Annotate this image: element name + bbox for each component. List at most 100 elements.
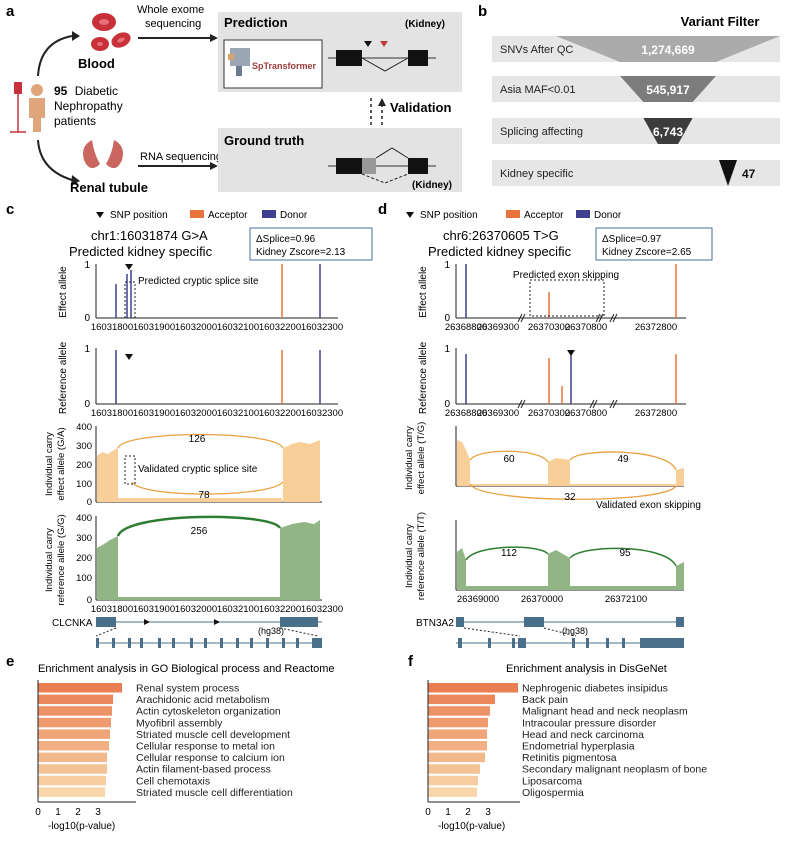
xtick: 26370000: [521, 594, 563, 605]
xtick: 26368800: [445, 408, 487, 419]
xticks-c-ref: 16031800 16031900 16032000 16032100 1603…: [91, 408, 343, 419]
xtick: 16031800: [91, 604, 133, 615]
exon-skipping-label: Predicted exon skipping: [513, 270, 619, 281]
legend-acceptor-d: Acceptor: [524, 210, 564, 221]
axis-breaks: [517, 313, 618, 323]
ytick: 400: [76, 513, 92, 524]
effect-allele-plot-c: 1 0 Effect allele Predicted cryptic spli…: [58, 260, 343, 333]
arc-label-112: 112: [501, 548, 517, 559]
xtick: 16032200: [259, 408, 301, 419]
predicted-c: Predicted kidney specific: [69, 244, 213, 259]
snp-position-icon: [96, 212, 104, 218]
panel-c-label: c: [6, 201, 14, 218]
xtick: 1: [55, 807, 61, 818]
filter-funnel-segment: [643, 118, 693, 144]
enrichment-bar: [428, 729, 487, 739]
filter-funnel-segment: [719, 160, 737, 186]
sptransformer-icon: [228, 48, 250, 76]
enrichment-bar: [38, 683, 122, 693]
kidney-label-bottom: (Kidney): [412, 180, 452, 191]
enrichment-bar-label: Cell chemotaxis: [136, 775, 210, 787]
cov-ref-ylabel-2: reference allele (G/G): [56, 514, 67, 605]
ytick: 400: [76, 422, 92, 433]
snp-marker-icon: [364, 41, 372, 47]
filter-row-label: Splicing affecting: [500, 126, 583, 138]
xticks-d-cov: 26369000 26370000 26372100: [457, 594, 647, 605]
coverage-effect-d: Individual carry effect allele (T/G) 60 …: [404, 422, 701, 511]
legend-snp-position: SNP position: [110, 210, 168, 221]
enrichment-bar: [38, 706, 112, 716]
enrichment-bar: [428, 752, 485, 763]
arrowhead-kidney: [71, 175, 80, 186]
enrichment-bar-label: Oligospermia: [522, 787, 584, 799]
gene-name-clcnka: CLCNKA: [52, 618, 93, 629]
enrichment-bar-label: Cellular response to calcium ion: [136, 752, 285, 764]
arrowhead-blood: [72, 31, 80, 41]
gene-name-btn3a2: BTN3A2: [416, 618, 454, 629]
xticks-c-cov: 16031800 16031900 16032000 16032100 1603…: [91, 604, 343, 615]
gene-schematic-bottom: [328, 147, 436, 184]
zscore-c: Kidney Zscore=2.13: [256, 247, 346, 258]
snp-marker-icon: [125, 264, 133, 270]
xtick: 26369000: [457, 594, 499, 605]
xtick: 16032300: [301, 322, 343, 333]
panel-d-label: d: [378, 201, 387, 218]
cov-yticks-c-ref: 400 300 200 100 0: [76, 513, 92, 606]
xticks-d-ref: 26368800 26369300 26370300 26370800 2637…: [445, 408, 677, 419]
xtick: 16031900: [133, 408, 175, 419]
ytick-0: 0: [84, 399, 90, 410]
xtick: 16032100: [217, 322, 259, 333]
xtick: 16032000: [175, 408, 217, 419]
xtick: 16032000: [175, 322, 217, 333]
coverage-reference-d: Individual carry reference allele (T/T) …: [404, 512, 684, 605]
gene-track-d: BTN3A2 (hg38): [416, 617, 684, 648]
score-box-d: [595, 227, 713, 261]
xtick: 16032100: [217, 408, 259, 419]
enrichment-bar-label: Myofibril assembly: [136, 717, 223, 729]
wes-label-1: Whole exome: [137, 4, 204, 16]
reference-ylabel-d: Reference allele: [418, 341, 429, 414]
ytick: 200: [76, 460, 92, 471]
cov-yticks-c-eff: 400 300 200 100 0: [76, 422, 92, 508]
xtick: 26370300: [528, 322, 570, 333]
ytick-0: 0: [444, 399, 450, 410]
filter-row-label: Asia MAF<0.01: [500, 84, 576, 96]
donor-swatch-d: [576, 210, 590, 218]
cryptic-marker-icon: [380, 41, 388, 47]
gene-schematic-top: [328, 41, 436, 72]
panel-c: c SNP position Acceptor Donor chr1:16031…: [6, 201, 373, 648]
predicted-d: Predicted kidney specific: [428, 244, 572, 259]
panel-b-label: b: [478, 3, 487, 20]
arc-label-49: 49: [617, 454, 629, 465]
validated-cryptic-label: Validated cryptic splice site: [138, 464, 258, 475]
rna-label: RNA sequencing: [140, 151, 222, 163]
arrow-to-blood: [37, 35, 73, 77]
xtick: 26370800: [565, 322, 607, 333]
enrichment-bar: [38, 752, 107, 763]
snp-marker-icon: [567, 350, 575, 356]
xtick: 26372800: [635, 322, 677, 333]
reference-ylabel: Reference allele: [58, 341, 69, 414]
xtick: 1: [445, 807, 451, 818]
panel-d: d SNP position Acceptor Donor chr6:26370…: [378, 201, 713, 648]
disgenet-xlabel: -log10(p-value): [438, 821, 505, 832]
sptransformer-label: SpTransformer: [252, 61, 317, 71]
variant-c: chr1:16031874 G>A: [91, 228, 208, 243]
enrichment-bar-label: Retinitis pigmentosa: [522, 752, 617, 764]
xtick: 16031800: [91, 322, 133, 333]
go-xticks: 0 1 2 3: [35, 807, 101, 818]
filter-row-value: 6,743: [653, 125, 683, 139]
arc-label-60: 60: [503, 454, 515, 465]
reference-allele-plot-d: 1 0 Reference allele 26368800 26369300 2…: [418, 341, 686, 419]
patient-icon: [10, 82, 45, 133]
xtick: 26368800: [445, 322, 487, 333]
xtick: 3: [485, 807, 491, 818]
reference-allele-plot-c: 1 0 Reference allele 16031800 16031900 1…: [58, 341, 343, 419]
xtick: 16032300: [301, 408, 343, 419]
cryptic-site-label: Predicted cryptic splice site: [138, 276, 259, 287]
enrichment-bar-label: Liposarcoma: [522, 775, 582, 787]
enrichment-bar: [428, 694, 495, 705]
enrichment-bar-label: Secondary malignant neoplasm of bone: [522, 764, 707, 776]
